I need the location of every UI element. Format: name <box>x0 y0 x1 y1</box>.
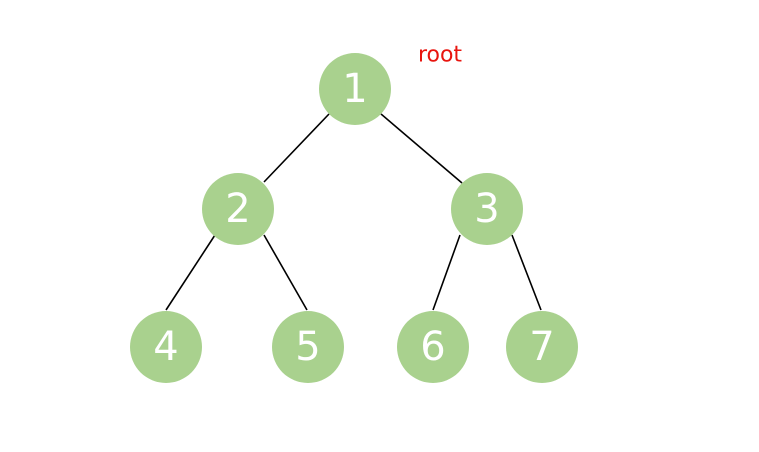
node-6: 6 <box>397 311 469 383</box>
node-7-circle <box>506 311 578 383</box>
edge-2-5 <box>263 234 308 311</box>
node-3: 3 <box>451 173 523 245</box>
node-7-label: 7 <box>529 324 554 370</box>
node-6-label: 6 <box>420 324 445 370</box>
node-2: 2 <box>202 173 274 245</box>
node-4-circle <box>130 311 202 383</box>
edges-layer <box>165 113 542 311</box>
node-6-circle <box>397 311 469 383</box>
edge-1-2 <box>263 113 330 183</box>
node-5-circle <box>272 311 344 383</box>
node-5: 5 <box>272 311 344 383</box>
node-2-label: 2 <box>225 186 250 232</box>
node-1-circle <box>319 53 391 125</box>
edge-3-7 <box>511 234 542 311</box>
edge-1-3 <box>380 113 463 184</box>
node-1: 1 <box>319 53 391 125</box>
root-label: root <box>418 43 462 68</box>
node-4-label: 4 <box>153 324 178 370</box>
node-4: 4 <box>130 311 202 383</box>
node-3-label: 3 <box>474 186 499 232</box>
edge-2-4 <box>165 234 216 311</box>
node-7: 7 <box>506 311 578 383</box>
edge-3-6 <box>432 234 461 311</box>
node-3-circle <box>451 173 523 245</box>
node-2-circle <box>202 173 274 245</box>
node-5-label: 5 <box>295 324 320 370</box>
node-1-label: 1 <box>342 66 367 112</box>
